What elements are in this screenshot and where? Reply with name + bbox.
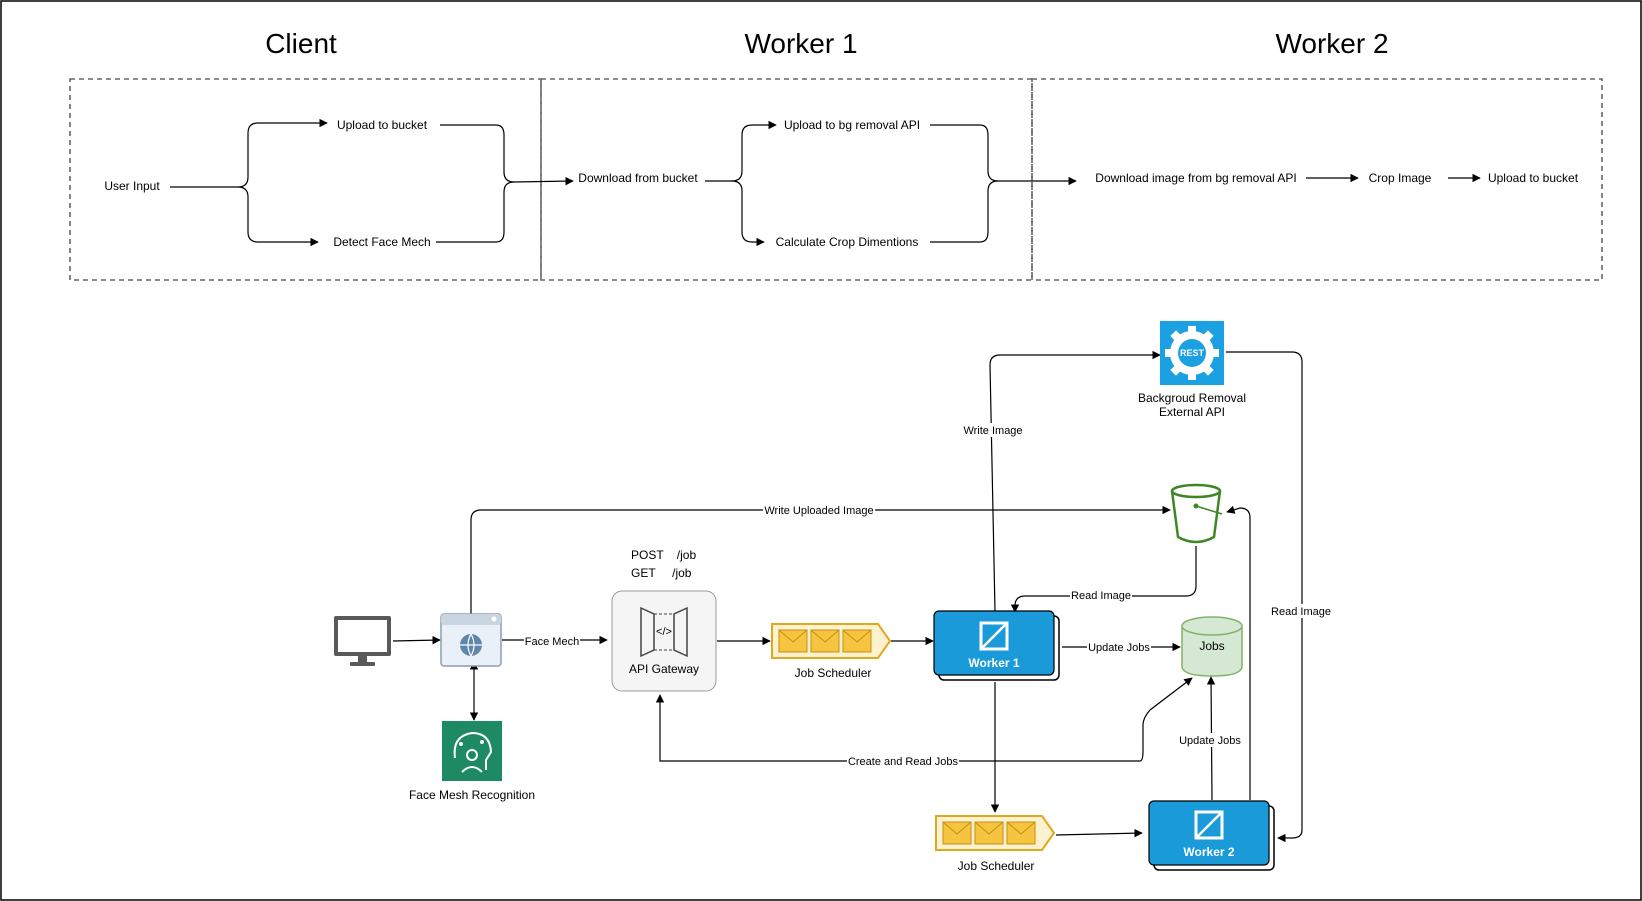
- edge-to-uploadbg: [731, 120, 777, 182]
- worker2-node[interactable]: Worker 2: [1148, 800, 1275, 871]
- svg-text:Write Uploaded Image: Write Uploaded Image: [764, 505, 873, 517]
- label-write-image: Write Image: [962, 423, 1024, 437]
- edge-to-upload: [237, 118, 328, 188]
- svg-text:Create and Read Jobs: Create and Read Jobs: [848, 756, 959, 768]
- label-read-image-2: Read Image: [1270, 604, 1332, 618]
- rest-icon-text: REST: [1180, 348, 1205, 358]
- label-write-uploaded: Write Uploaded Image: [763, 503, 875, 517]
- jobs-db-node[interactable]: Jobs: [1181, 616, 1243, 677]
- label-update-jobs-2: Update Jobs: [1178, 733, 1242, 747]
- envelope-icon: [942, 821, 1036, 845]
- gateway-method-post: POST /job: [631, 548, 696, 562]
- job-scheduler-2[interactable]: [935, 815, 1056, 851]
- api-gateway-label: API Gateway: [629, 662, 699, 676]
- face-mesh-icon: [442, 721, 502, 781]
- edge-upload-merge: [440, 124, 515, 183]
- crop-icon: [1194, 810, 1224, 840]
- edge-to-calccrop: [731, 180, 765, 247]
- worker1-label: Worker 1: [968, 656, 1019, 670]
- job-scheduler-1-label: Job Scheduler: [795, 666, 872, 680]
- api-gateway-node[interactable]: </> API Gateway: [611, 590, 717, 692]
- gateway-method-get: GET /job: [631, 566, 692, 580]
- label-create-read-jobs: Create and Read Jobs: [847, 754, 959, 768]
- edge-scheduler2-worker2: [1055, 828, 1143, 838]
- svg-text:Read Image: Read Image: [1071, 590, 1131, 602]
- label-face-mech: Face Mech: [524, 634, 580, 648]
- worker1-node[interactable]: Worker 1: [933, 610, 1060, 681]
- face-mesh-label: Face Mesh Recognition: [409, 788, 535, 802]
- worker1-header: Worker 1: [744, 28, 857, 59]
- bg-api-label-line1: Backgroud Removal: [1138, 391, 1246, 405]
- svg-text:Update Jobs: Update Jobs: [1179, 735, 1241, 747]
- label-update-jobs-1: Update Jobs: [1087, 640, 1151, 654]
- edge-monitor-browser: [392, 635, 441, 645]
- edge-create-read-jobs: [655, 694, 1140, 762]
- worker2-header: Worker 2: [1275, 28, 1388, 59]
- gear-icon: REST: [1165, 326, 1219, 380]
- job-scheduler-2-label: Job Scheduler: [958, 859, 1035, 873]
- worker2-section: [1031, 78, 1603, 281]
- svg-text:Update Jobs: Update Jobs: [1088, 642, 1150, 654]
- edge-to-worker1: [513, 176, 574, 186]
- monitor-icon: [334, 616, 391, 666]
- svg-text:Face Mech: Face Mech: [525, 636, 579, 648]
- jobs-db-label: Jobs: [1199, 639, 1224, 653]
- envelope-icon: [778, 629, 872, 653]
- edge-create-read-jobs-db: [1139, 677, 1193, 762]
- browser-icon[interactable]: [440, 613, 502, 667]
- bg-api-label-line2: External API: [1159, 405, 1225, 419]
- upload-bg-node: Upload to bg removal API: [784, 118, 920, 132]
- bucket-icon[interactable]: [1170, 483, 1223, 544]
- edge-calccrop-merge: [930, 180, 999, 243]
- calc-crop-node: Calculate Crop Dimentions: [776, 235, 919, 249]
- detect-face-node: Detect Face Mech: [333, 235, 430, 249]
- client-header: Client: [265, 28, 337, 59]
- edge-write-uploaded: [470, 505, 1171, 615]
- worker1-section: [540, 78, 1033, 281]
- edge-write-image: [989, 350, 1161, 612]
- user-input-node: User Input: [104, 179, 160, 193]
- svg-text:Write Image: Write Image: [963, 425, 1022, 437]
- crop-node: Crop Image: [1369, 171, 1432, 185]
- label-read-image-1: Read Image: [1070, 588, 1132, 602]
- edge-detect-merge: [436, 181, 515, 243]
- edge-uploadbg-merge: [930, 124, 999, 182]
- edge-worker2-bucket: [1226, 505, 1251, 800]
- edge-read-image-2: [1226, 351, 1303, 843]
- job-scheduler-1[interactable]: [771, 623, 892, 659]
- svg-text:Read Image: Read Image: [1271, 606, 1331, 618]
- code-glyph-icon: </>: [656, 626, 672, 638]
- crop-icon: [979, 621, 1009, 651]
- edge-to-detect: [237, 186, 319, 247]
- upload-bucket-final-node: Upload to bucket: [1488, 171, 1579, 185]
- bg-removal-api-node[interactable]: REST: [1160, 321, 1224, 385]
- client-section: [69, 78, 542, 281]
- download-bg-node: Download image from bg removal API: [1095, 171, 1296, 185]
- upload-bucket-node: Upload to bucket: [337, 118, 428, 132]
- worker2-label: Worker 2: [1183, 845, 1234, 859]
- download-bucket-node: Download from bucket: [578, 171, 698, 185]
